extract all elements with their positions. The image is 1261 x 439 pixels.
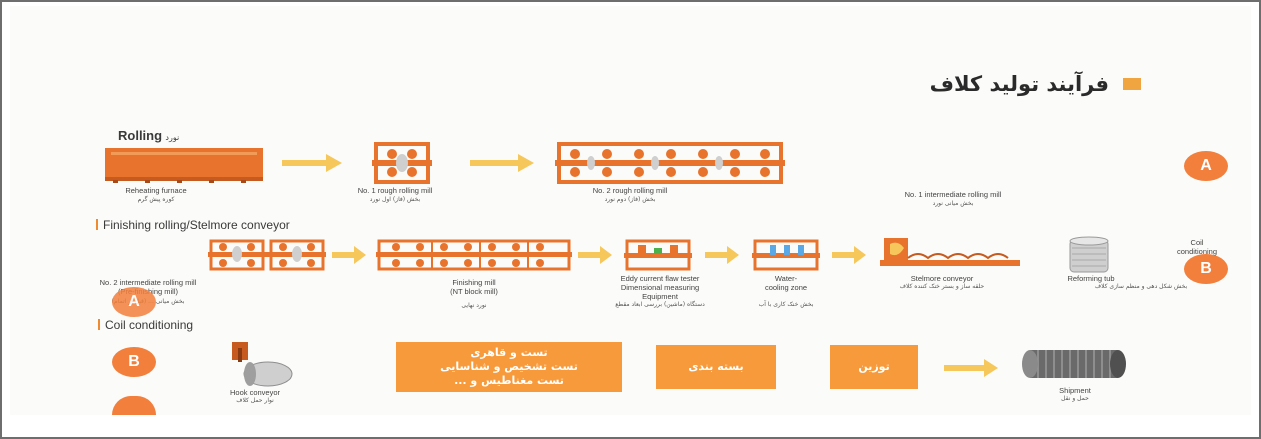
section-rolling-fa: نورد xyxy=(165,133,180,142)
reheating-caption-fa: کوره پیش گرم xyxy=(137,196,175,203)
connector-badge-a: A xyxy=(1184,151,1228,181)
rough-mill-1-icon xyxy=(372,142,432,184)
connector-badge-b-partial xyxy=(112,396,156,415)
section-finishing-label: Finishing rolling/Stelmore conveyor xyxy=(103,218,290,232)
coil-conditioning-caption: Coil conditioning xyxy=(1176,238,1218,256)
stelmore-conveyor-icon xyxy=(880,238,1020,266)
reheating-caption: Reheating furnace xyxy=(125,186,187,195)
section-rolling: Rolling نورد xyxy=(118,128,179,143)
intermediate-mill-1-caption-fa: بخش میانی نورد xyxy=(932,200,974,207)
diagram-title: فرآیند تولید کلاف xyxy=(929,72,1109,96)
arrow-icon xyxy=(578,246,612,264)
rough-mill-2-icon xyxy=(555,142,785,184)
water-cooling-caption: Water- cooling zone xyxy=(764,274,808,292)
packing-box: بسته بندی xyxy=(656,345,776,389)
stelmore-caption-fa: حلقه ساز و بستر خنک کننده کلاف xyxy=(899,283,985,290)
title-marker-icon xyxy=(1123,78,1141,90)
intermediate-mill-2-icon xyxy=(208,239,326,271)
shipment-coil-icon xyxy=(1022,350,1126,378)
section-finishing: Finishing rolling/Stelmore conveyor xyxy=(96,218,290,232)
eddy-tester-caption: Eddy current flaw tester Dimensional mea… xyxy=(620,274,700,301)
section-bar-icon xyxy=(98,319,100,330)
arrow-icon xyxy=(705,246,739,264)
hook-conveyor-caption: Hook conveyor xyxy=(229,388,281,397)
finishing-mill-icon xyxy=(376,239,572,271)
finishing-mill-caption-fa: نورد نهایی xyxy=(461,302,487,309)
connector-badge-b: B xyxy=(112,347,156,377)
connector-badge-a: A xyxy=(112,287,156,317)
shipment-caption-fa: حمل و نقل xyxy=(1061,395,1089,402)
connector-badge-b: B xyxy=(1184,254,1228,284)
eddy-tester-caption-fa: دستگاه (ماشین) بررسی ابعاد مقطع xyxy=(615,301,705,308)
testing-box: تست و قاهری تست تشخیص و شناسایی تست مغنا… xyxy=(396,342,622,392)
hook-conveyor-caption-fa: نوار حمل کلاف xyxy=(236,397,274,404)
hook-conveyor-icon xyxy=(232,342,293,387)
water-cooling-icon xyxy=(752,239,820,271)
section-coil: Coil conditioning xyxy=(98,318,193,332)
rough-mill-1-caption: No. 1 rough rolling mill xyxy=(357,186,433,195)
intermediate-mill-1-caption: No. 1 intermediate rolling mill xyxy=(904,190,1002,199)
reheating-furnace-icon xyxy=(105,148,263,183)
diagram-canvas xyxy=(10,6,1251,415)
bottom-margin xyxy=(2,415,1259,437)
rough-mill-2-caption: No. 2 rough rolling mill xyxy=(592,186,668,195)
section-coil-label: Coil conditioning xyxy=(105,318,194,332)
reforming-caption-fa: بخش شکل دهی و منظم سازی کلاف xyxy=(1094,283,1188,290)
title-row: فرآیند تولید کلاف xyxy=(930,72,1141,96)
section-rolling-en: Rolling xyxy=(118,128,163,143)
arrow-icon xyxy=(332,246,366,264)
arrow-icon xyxy=(832,246,866,264)
arrow-icon xyxy=(282,154,342,172)
arrow-icon xyxy=(470,154,534,172)
eddy-tester-icon xyxy=(624,239,692,271)
stelmore-caption: Stelmore conveyor xyxy=(910,274,974,283)
rough-mill-1-caption-fa: بخش (فاز) اول نورد xyxy=(369,196,421,203)
weighing-box: توزین xyxy=(830,345,918,389)
reforming-tub-icon xyxy=(1069,236,1109,273)
shipment-caption: Shipment xyxy=(1059,386,1091,395)
finishing-mill-caption: Finishing mill (NT block mill) xyxy=(450,278,498,296)
rough-mill-2-caption-fa: بخش (فاز) دوم نورد xyxy=(604,196,656,203)
section-bar-icon xyxy=(96,219,98,230)
water-cooling-caption-fa: بخش خنک کاری با آب xyxy=(758,301,814,308)
arrow-icon xyxy=(944,359,998,377)
reforming-caption: Reforming tub xyxy=(1067,274,1115,283)
